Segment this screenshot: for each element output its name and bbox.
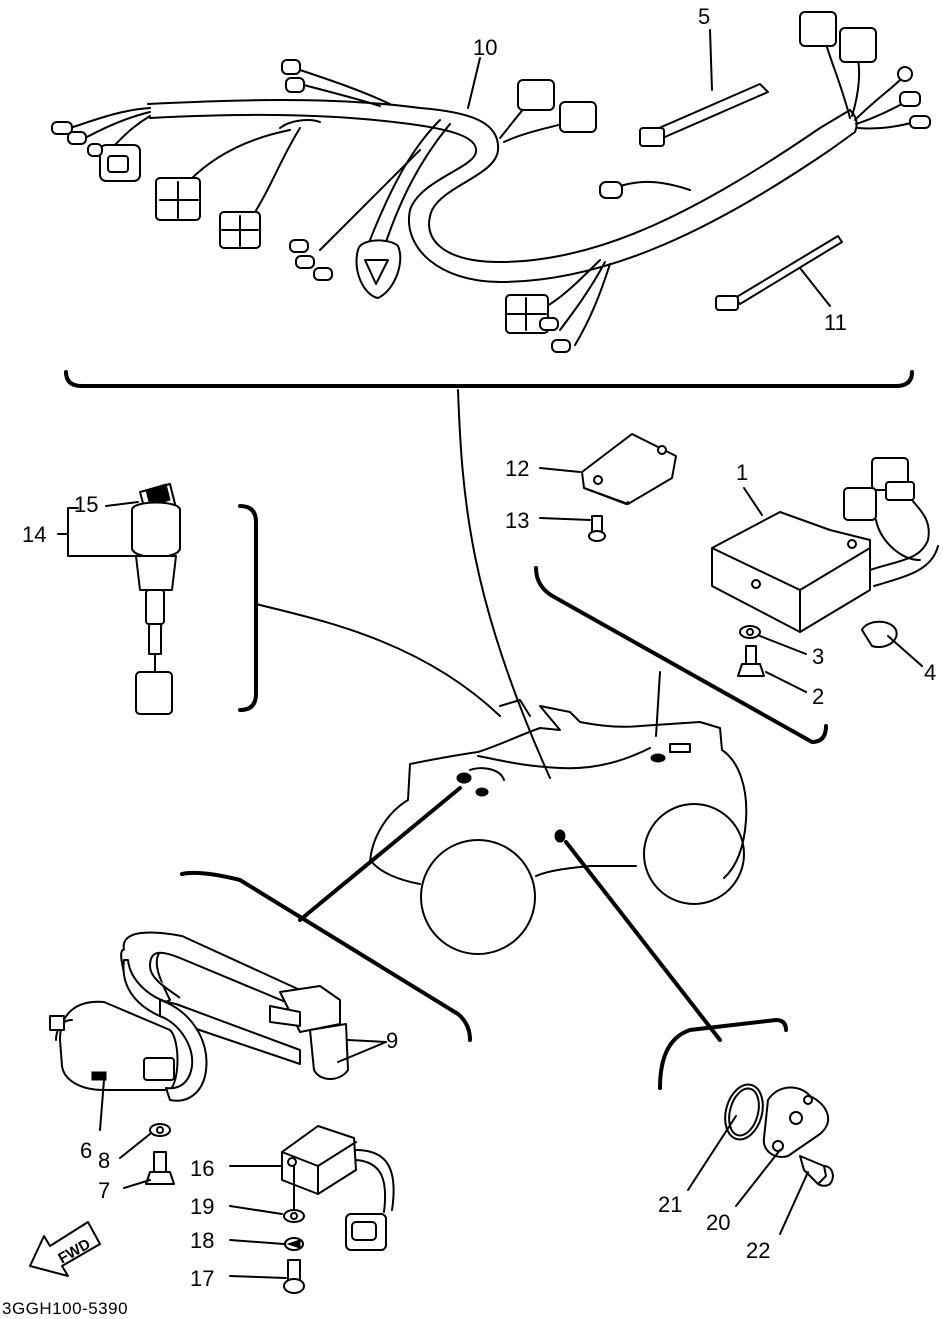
main-switch	[131, 483, 181, 715]
callout-5: 5	[698, 4, 710, 29]
callout-14: 14	[22, 522, 46, 547]
callout-13: 13	[505, 508, 529, 533]
harness-bracket	[64, 370, 914, 388]
cdi-bracket	[534, 566, 828, 745]
leader-harness	[457, 389, 551, 779]
callout-10: 10	[473, 35, 497, 60]
leader-neutral-switch	[564, 840, 722, 1042]
callout-3: 3	[812, 644, 824, 669]
callout-18: 18	[190, 1228, 214, 1253]
callout-17: 17	[190, 1266, 214, 1291]
callout-4: 4	[924, 660, 936, 685]
cdi-unit	[711, 457, 939, 677]
callout-2: 2	[812, 684, 824, 709]
wire-harness	[51, 11, 931, 353]
atv-outline	[369, 699, 748, 955]
coil-bracket	[180, 870, 472, 1042]
neutral-bracket	[658, 1017, 788, 1090]
leader-rectifier	[655, 671, 661, 737]
fwd-arrow	[29, 1221, 101, 1277]
callout-11: 11	[824, 310, 847, 335]
callout-20: 20	[706, 1210, 730, 1235]
switch-bracket	[238, 504, 258, 712]
drawing-code: 3GGH100-5390	[2, 1299, 128, 1318]
callout-22: 22	[746, 1238, 770, 1263]
callout-6: 6	[80, 1138, 92, 1163]
callout-12: 12	[505, 456, 529, 481]
leader-main-switch	[255, 603, 501, 717]
rectifier-regulator	[581, 433, 677, 542]
callout-1: 1	[736, 460, 748, 485]
cable-tie-11	[715, 235, 843, 311]
callout-8: 8	[98, 1148, 110, 1173]
callout-9: 9	[386, 1028, 398, 1053]
callout-7: 7	[98, 1178, 110, 1203]
callout-21: 21	[658, 1192, 682, 1217]
callout-16: 16	[190, 1156, 214, 1181]
leader-ignition-coil	[298, 786, 462, 922]
ignition-coil	[49, 931, 349, 1185]
callout-15: 15	[74, 492, 98, 517]
neutral-switch	[724, 1083, 834, 1187]
cable-tie-5	[639, 83, 769, 147]
relay-unit	[281, 1125, 395, 1294]
callout-19: 19	[190, 1194, 214, 1219]
